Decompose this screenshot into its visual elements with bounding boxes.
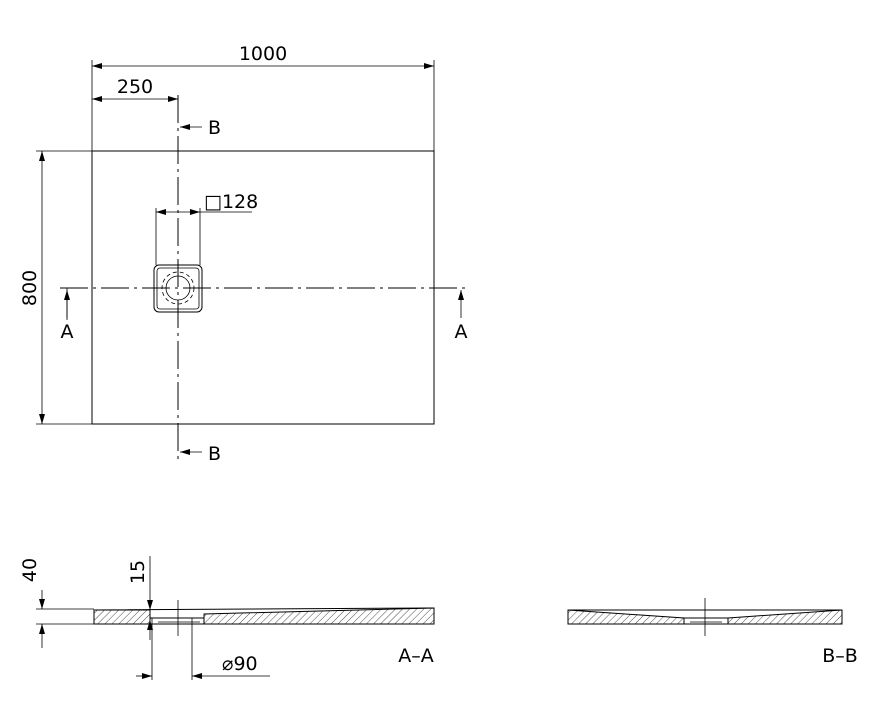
section-b-label-top: B xyxy=(208,117,221,139)
section-aa-drain xyxy=(149,610,204,640)
dimension-offset: 250 xyxy=(92,76,178,102)
section-bb-drain xyxy=(684,617,728,623)
section-marker-a-right: A xyxy=(455,290,468,343)
plan-view: 1000 250 800 □128 xyxy=(19,43,468,465)
dimension-outlet-label: ⌀90 xyxy=(222,653,258,675)
dimension-width-label: 1000 xyxy=(239,43,287,65)
dimension-depth: 800 xyxy=(19,151,45,424)
section-aa-right-body xyxy=(203,607,435,625)
section-marker-b-bottom: B xyxy=(180,443,221,465)
section-bb-right-body xyxy=(727,609,843,625)
section-bb-left-body xyxy=(567,609,685,625)
drain xyxy=(153,264,203,313)
dimension-height: 40 xyxy=(19,558,94,648)
dimension-drain-label: □128 xyxy=(204,191,258,213)
dimension-height-label: 40 xyxy=(19,558,41,582)
dimension-outlet: ⌀90 xyxy=(136,640,270,680)
dimension-drain: □128 xyxy=(155,191,258,265)
section-marker-a-left: A xyxy=(61,288,74,343)
section-marker-b-top: B xyxy=(180,117,221,139)
dimension-offset-label: 250 xyxy=(117,76,153,98)
section-a-label-left: A xyxy=(61,321,74,343)
section-b-label-bottom: B xyxy=(208,443,221,465)
section-bb-view: B–B xyxy=(567,598,858,667)
dimension-drain-depth: 15 xyxy=(127,556,153,640)
section-aa-left-body xyxy=(93,609,151,625)
section-aa-label: A–A xyxy=(398,645,434,667)
section-a-label-right: A xyxy=(455,321,468,343)
dimension-drain-depth-label: 15 xyxy=(127,560,149,584)
section-aa-view: 40 15 ⌀90 A–A xyxy=(19,556,435,680)
dimension-width: 1000 xyxy=(92,43,434,69)
dimension-depth-label: 800 xyxy=(19,270,41,306)
section-bb-label: B–B xyxy=(822,645,858,667)
